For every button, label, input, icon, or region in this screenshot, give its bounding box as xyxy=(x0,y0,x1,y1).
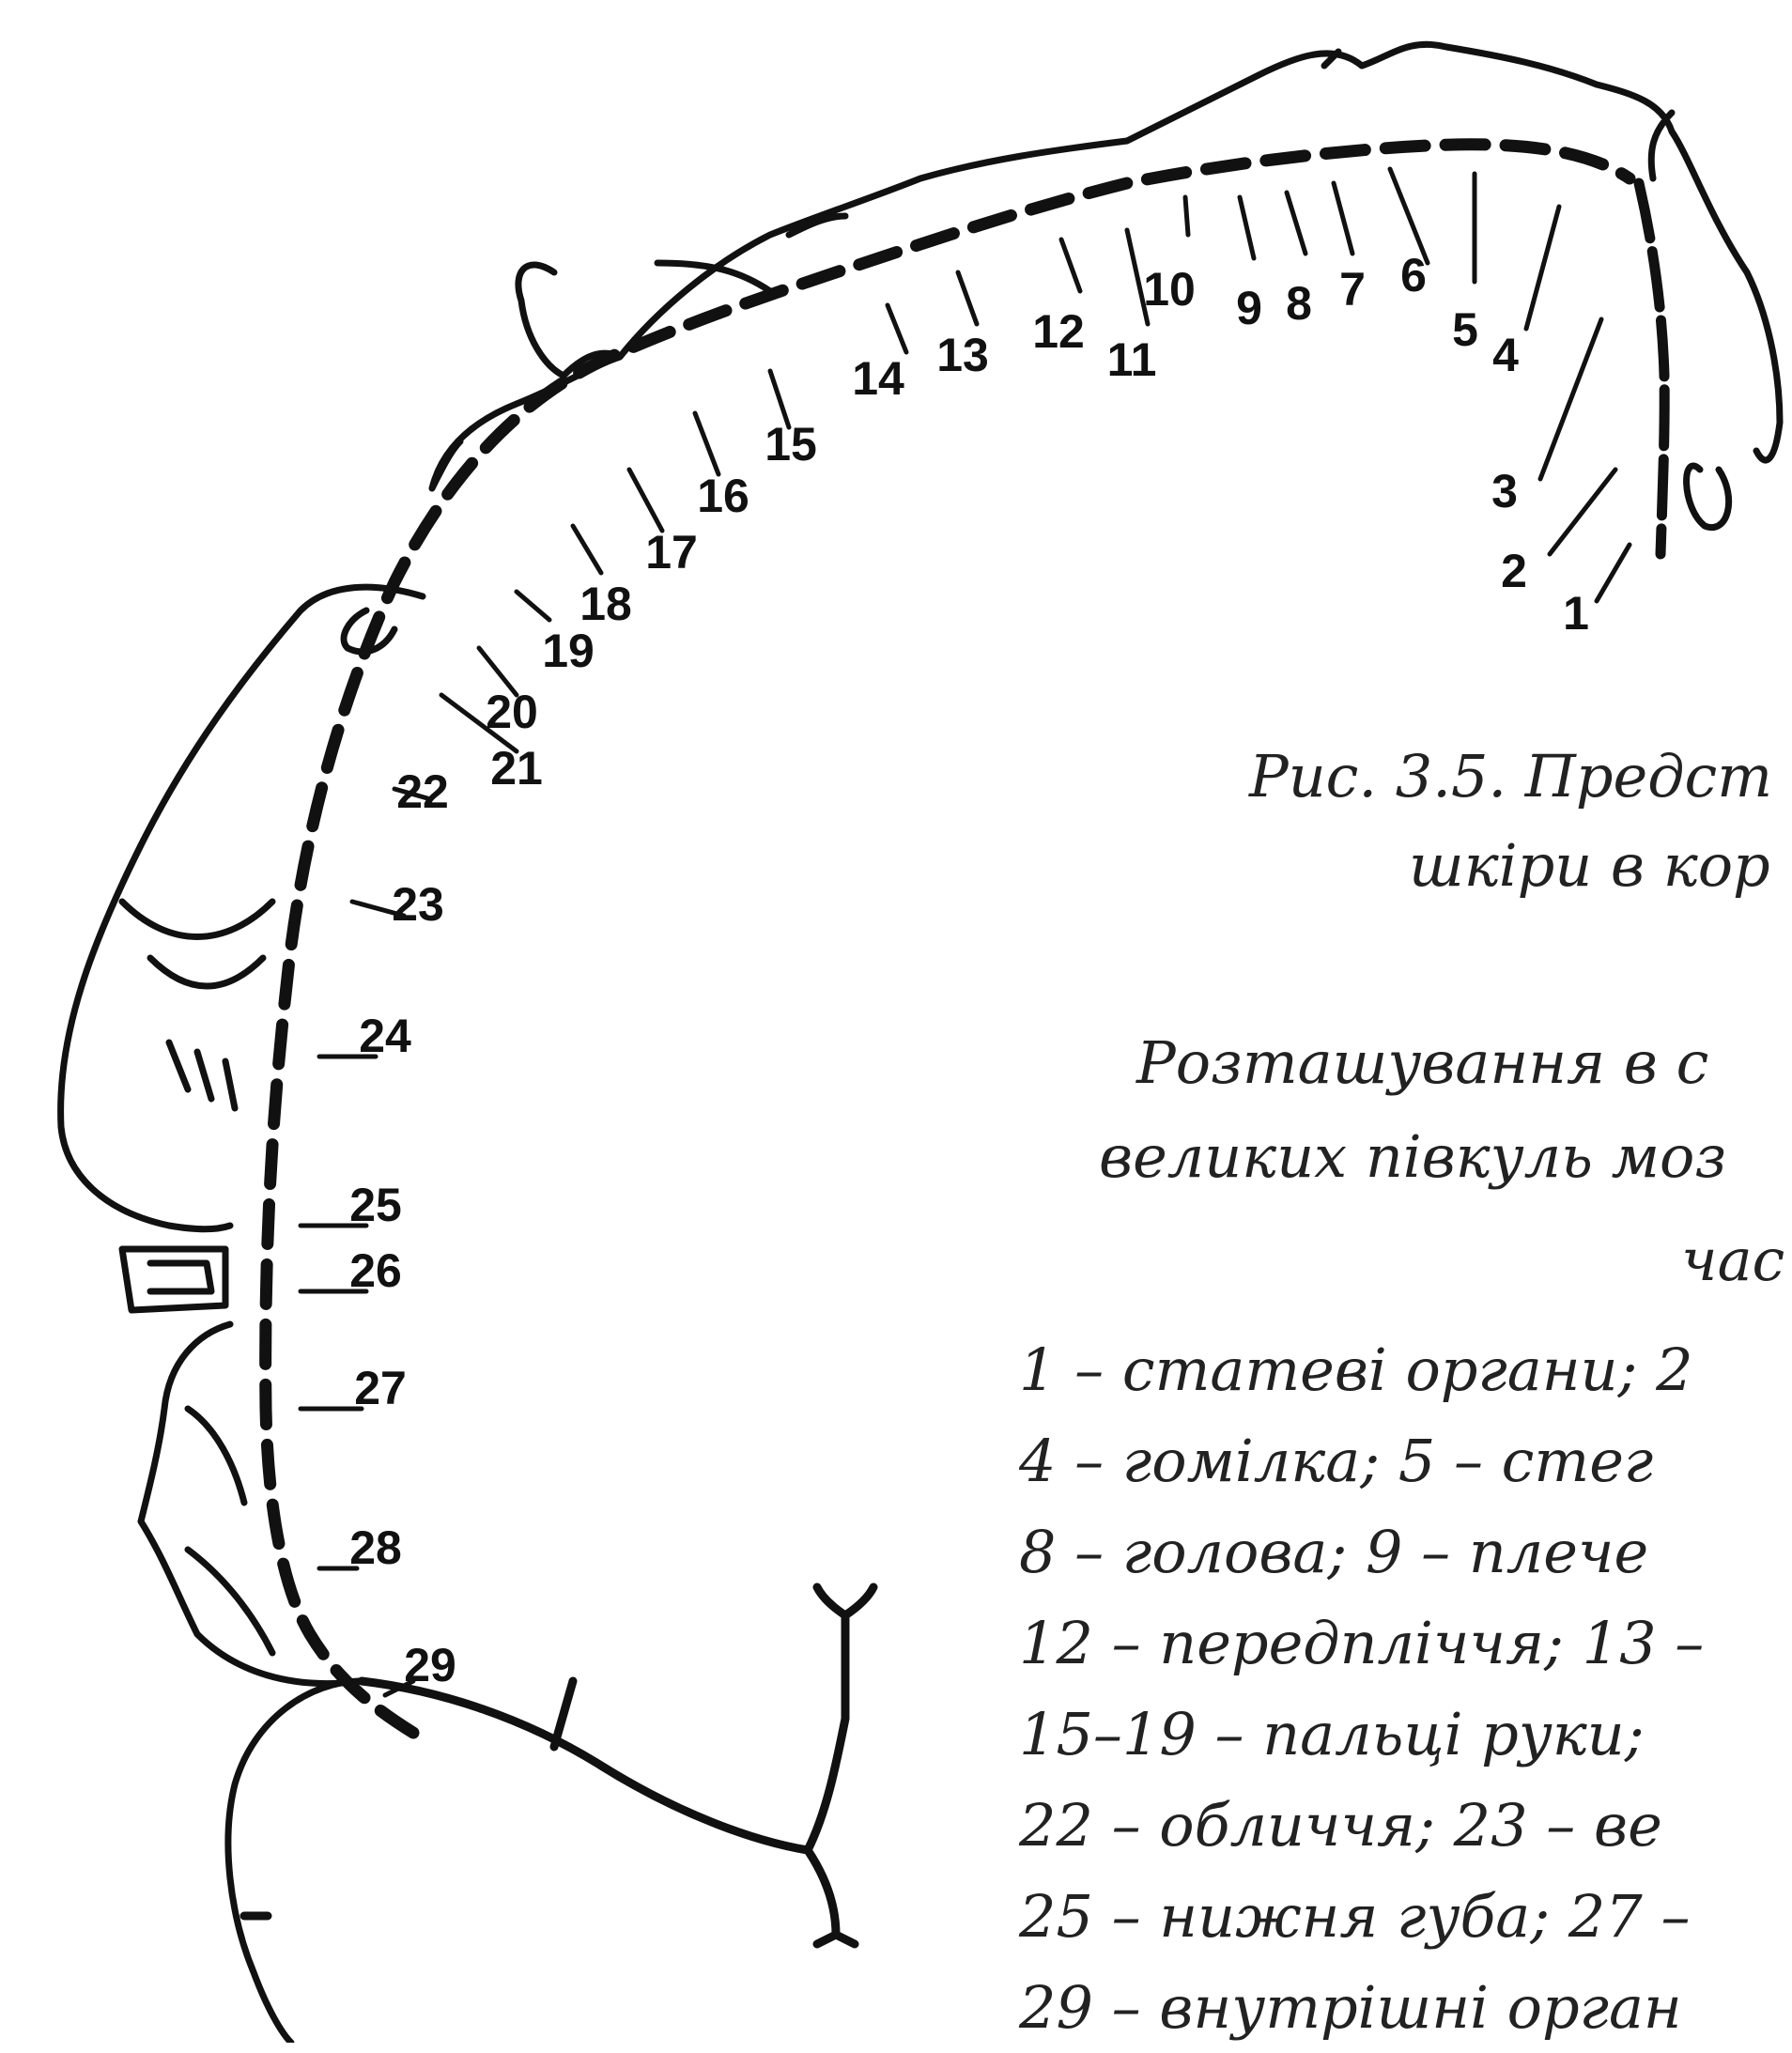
label-number-26: 26 xyxy=(349,1244,402,1297)
label-number-14: 14 xyxy=(852,352,904,405)
leader-line-14 xyxy=(888,305,906,352)
label-number-21: 21 xyxy=(490,742,543,795)
leader-line-17 xyxy=(629,470,662,531)
leader-line-2 xyxy=(1550,470,1615,554)
tongue-throat-outline xyxy=(141,1324,362,1684)
leader-line-10 xyxy=(1185,197,1188,235)
figure-caption-body-line-2: великих півкуль моз xyxy=(1099,1122,1726,1191)
leader-line-4 xyxy=(1526,207,1559,329)
leader-line-1 xyxy=(1597,545,1630,601)
leader-line-12 xyxy=(1061,239,1080,291)
leader-line-8 xyxy=(1287,193,1305,254)
label-number-12: 12 xyxy=(1032,305,1085,358)
legend-item: 8 – голова; 9 – плече xyxy=(1019,1506,1704,1598)
label-number-18: 18 xyxy=(579,578,632,630)
label-number-25: 25 xyxy=(349,1179,402,1231)
label-number-20: 20 xyxy=(486,686,538,738)
label-number-5: 5 xyxy=(1452,303,1478,356)
figure-caption-body-line-3: час xyxy=(1681,1226,1784,1294)
legend-list: 1 – статеві органи; 2 4 – гомілка; 5 – с… xyxy=(1019,1324,1704,2053)
label-number-3: 3 xyxy=(1491,465,1518,517)
label-number-7: 7 xyxy=(1339,263,1366,316)
label-number-15: 15 xyxy=(765,418,817,471)
label-number-29: 29 xyxy=(404,1639,456,1691)
label-number-9: 9 xyxy=(1236,282,1262,334)
label-number-23: 23 xyxy=(392,878,444,931)
leader-line-3 xyxy=(1540,319,1601,479)
leader-line-18 xyxy=(573,526,601,573)
label-number-16: 16 xyxy=(697,470,749,522)
leader-line-16 xyxy=(695,413,718,474)
figure-caption-body-line-1: Розташування в с xyxy=(1136,1028,1708,1097)
legend-item: 15–19 – пальці руки; xyxy=(1019,1689,1704,1780)
leader-line-13 xyxy=(958,272,977,324)
label-number-19: 19 xyxy=(542,625,595,677)
label-number-27: 27 xyxy=(354,1362,407,1414)
brain-section-outline xyxy=(228,1681,362,2043)
label-number-2: 2 xyxy=(1501,545,1527,597)
leader-line-7 xyxy=(1334,183,1352,254)
label-number-24: 24 xyxy=(359,1010,411,1062)
label-number-22: 22 xyxy=(396,765,449,818)
lip-box xyxy=(122,1249,225,1310)
cortex-fibers xyxy=(244,1587,873,1944)
label-number-1: 1 xyxy=(1563,587,1589,640)
label-number-17: 17 xyxy=(645,526,698,579)
label-number-8: 8 xyxy=(1286,277,1312,330)
figure-caption-title-line-2: шкіри в кор xyxy=(1409,831,1770,900)
cortex-arc-vertical xyxy=(1639,183,1664,554)
figure-caption-title-line-1: Рис. 3.5. Предст xyxy=(1249,742,1772,810)
legend-item: 4 – гомілка; 5 – стег xyxy=(1019,1415,1704,1506)
legend-item: 25 – нижня губа; 27 – xyxy=(1019,1871,1704,1962)
label-number-28: 28 xyxy=(349,1521,402,1574)
label-number-11: 11 xyxy=(1107,333,1157,386)
legend-item: 1 – статеві органи; 2 xyxy=(1019,1324,1704,1415)
label-number-13: 13 xyxy=(936,329,989,381)
leader-line-9 xyxy=(1240,197,1254,258)
label-number-4: 4 xyxy=(1492,329,1519,381)
label-number-6: 6 xyxy=(1400,249,1427,301)
label-number-10: 10 xyxy=(1143,263,1196,316)
legend-item: 22 – обличчя; 23 – ве xyxy=(1019,1780,1704,1871)
leader-line-19 xyxy=(517,592,549,620)
homunculus-body-outline xyxy=(432,44,1780,527)
legend-item: 12 – передпліччя; 13 – xyxy=(1019,1598,1704,1689)
legend-item: 29 – внутрішні орган xyxy=(1019,1962,1704,2053)
